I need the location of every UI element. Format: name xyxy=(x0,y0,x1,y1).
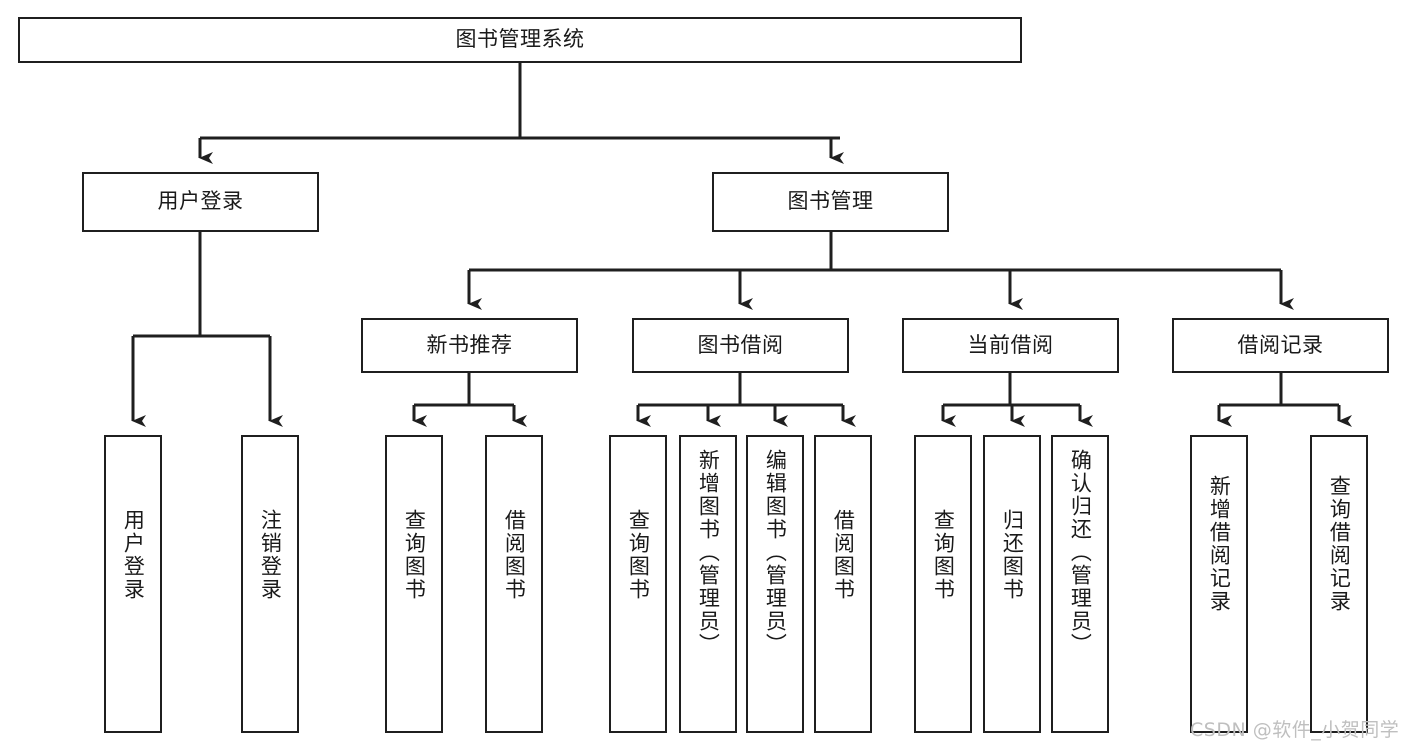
leaf-query-book-borrow[interactable]: 查询图书 xyxy=(609,435,667,733)
leaf-add-book-admin[interactable]: 新增图书（管理员） xyxy=(679,435,737,733)
leaf-borrow-book[interactable]: 借阅图书 xyxy=(814,435,872,733)
node-label: 用户登录 xyxy=(157,189,244,214)
node-label: 确认归还（管理员） xyxy=(1068,449,1093,656)
leaf-confirm-return-admin[interactable]: 确认归还（管理员） xyxy=(1051,435,1109,733)
node-label: 查询借阅记录 xyxy=(1327,475,1352,613)
node-label: 当前借阅 xyxy=(967,332,1054,357)
node-label: 借阅记录 xyxy=(1237,332,1324,357)
node-label: 新增借阅记录 xyxy=(1207,475,1232,613)
node-label: 新增图书（管理员） xyxy=(696,449,721,656)
node-label: 查询图书 xyxy=(402,509,427,601)
node-borrowing-record[interactable]: 借阅记录 xyxy=(1172,318,1389,373)
node-label: 图书管理系统 xyxy=(455,27,585,52)
leaf-add-borrow-record[interactable]: 新增借阅记录 xyxy=(1190,435,1248,733)
leaf-borrow-book-recommend[interactable]: 借阅图书 xyxy=(485,435,543,733)
leaf-query-borrow-record[interactable]: 查询借阅记录 xyxy=(1310,435,1368,733)
node-label: 新书推荐 xyxy=(426,332,513,357)
leaf-user-login[interactable]: 用户登录 xyxy=(104,435,162,733)
node-root-book-management-system[interactable]: 图书管理系统 xyxy=(18,17,1022,63)
leaf-logout[interactable]: 注销登录 xyxy=(241,435,299,733)
node-label: 注销登录 xyxy=(258,509,283,601)
node-label: 查询图书 xyxy=(626,509,651,601)
leaf-edit-book-admin[interactable]: 编辑图书（管理员） xyxy=(746,435,804,733)
node-user-login[interactable]: 用户登录 xyxy=(82,172,319,232)
node-label: 用户登录 xyxy=(121,509,146,601)
leaf-return-book[interactable]: 归还图书 xyxy=(983,435,1041,733)
node-current-borrowing[interactable]: 当前借阅 xyxy=(902,318,1119,373)
node-label: 编辑图书（管理员） xyxy=(763,449,788,656)
node-label: 图书管理 xyxy=(787,189,874,214)
node-new-book-recommendation[interactable]: 新书推荐 xyxy=(361,318,578,373)
node-label: 归还图书 xyxy=(1000,509,1025,601)
node-label: 查询图书 xyxy=(931,509,956,601)
leaf-query-book-current[interactable]: 查询图书 xyxy=(914,435,972,733)
node-label: 借阅图书 xyxy=(831,509,856,601)
node-label: 借阅图书 xyxy=(502,509,527,601)
node-book-borrowing[interactable]: 图书借阅 xyxy=(632,318,849,373)
node-label: 图书借阅 xyxy=(697,332,784,357)
node-book-management[interactable]: 图书管理 xyxy=(712,172,949,232)
csdn-watermark: CSDN @软件_小贺同学 xyxy=(1190,719,1400,741)
leaf-query-book-recommend[interactable]: 查询图书 xyxy=(385,435,443,733)
